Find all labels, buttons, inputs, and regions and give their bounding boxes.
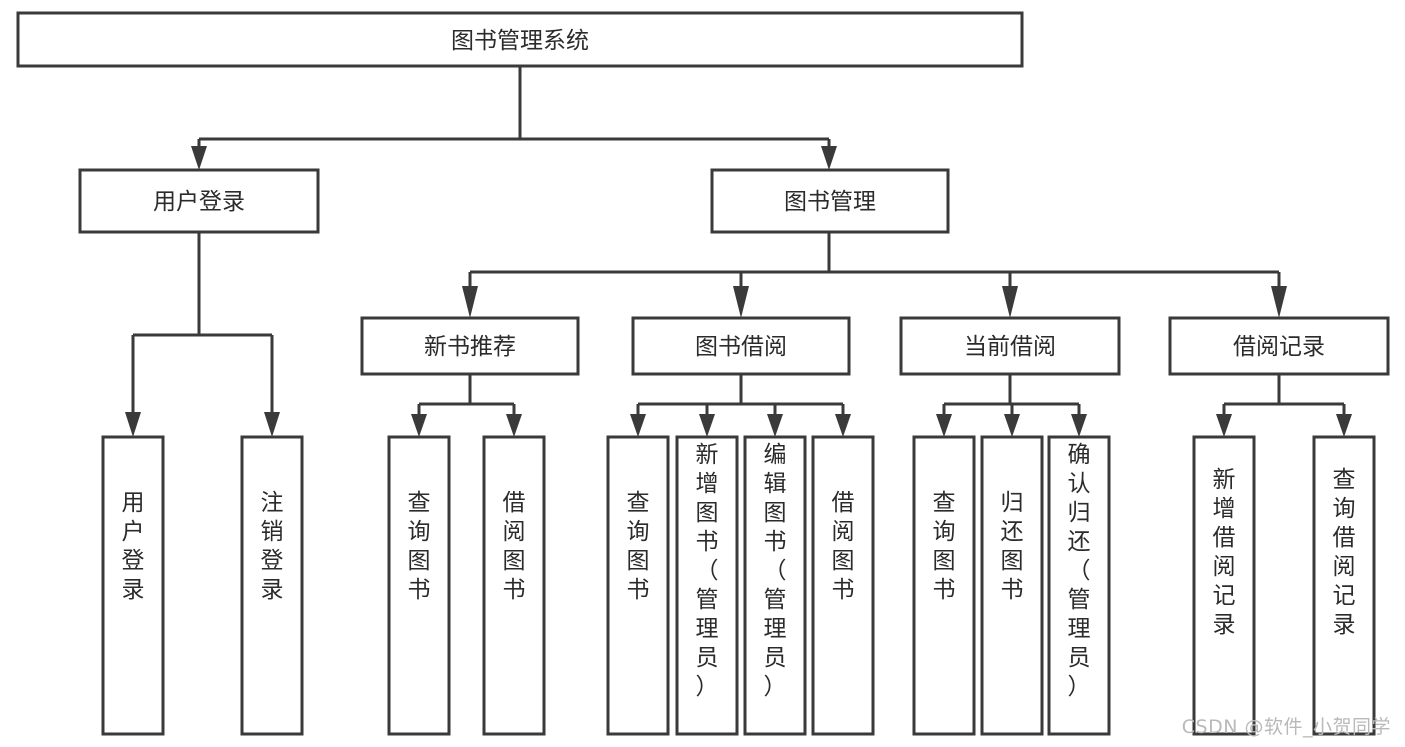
node-leaf-query-record[interactable]: 查询借阅记录	[1312, 435, 1376, 736]
arrow-head-leaf-borrow-book	[835, 414, 851, 437]
arrow-head-new-book-recommend	[462, 286, 478, 318]
node-book-management[interactable]: 图书管理	[710, 168, 950, 234]
arrow-head-leaf-confirm-return	[1071, 414, 1087, 437]
arrow-head-leaf-query-record	[1336, 414, 1352, 437]
node-leaf-confirm-return-label: 确认归还（管理员）	[1068, 442, 1091, 700]
arrow-head-leaf-edit-book	[767, 414, 783, 437]
arrow-head-book-borrow	[733, 286, 749, 318]
connector-layer	[125, 66, 1352, 437]
node-book-borrow[interactable]: 图书借阅	[631, 316, 851, 376]
node-book-management-label: 图书管理	[784, 189, 876, 215]
node-leaf-borrow-book-new[interactable]: 借阅图书	[482, 435, 546, 736]
node-leaf-query-book-new[interactable]: 查询图书	[387, 435, 451, 736]
node-leaf-logout-label: 注销登录	[261, 490, 284, 603]
node-leaf-query-book-borrow[interactable]: 查询图书	[606, 435, 670, 736]
node-leaf-user-login-box[interactable]	[101, 435, 165, 736]
node-leaf-query-book-current-box[interactable]	[912, 435, 976, 736]
node-layer: 图书管理系统 用户登录 图书管理 新书推荐 图书借阅	[16, 11, 1390, 736]
node-leaf-confirm-return-box[interactable]	[1047, 435, 1111, 736]
node-borrow-record-box[interactable]	[1168, 316, 1390, 376]
arrow-head-leaf-query-book-borrow	[630, 414, 646, 437]
arrow-head-leaf-borrow-book-new	[506, 414, 522, 437]
node-new-book-recommend-label: 新书推荐	[424, 334, 516, 360]
node-leaf-edit-book-label: 编辑图书（管理员）	[764, 442, 787, 700]
node-current-borrow-label: 当前借阅	[964, 334, 1056, 360]
node-root-box[interactable]	[16, 11, 1024, 68]
node-book-borrow-label: 图书借阅	[695, 334, 787, 360]
node-new-book-recommend-box[interactable]	[360, 316, 580, 376]
node-leaf-borrow-book-box[interactable]	[811, 435, 875, 736]
node-leaf-query-book-new-label: 查询图书	[408, 490, 431, 603]
node-book-management-box[interactable]	[710, 168, 950, 234]
arrow-head-leaf-return-book	[1004, 414, 1020, 437]
node-leaf-borrow-book-label: 借阅图书	[832, 490, 855, 603]
node-leaf-return-book[interactable]: 归还图书	[980, 435, 1044, 736]
node-user-login-label: 用户登录	[153, 189, 245, 215]
node-leaf-query-book-current[interactable]: 查询图书	[912, 435, 976, 736]
node-leaf-borrow-book[interactable]: 借阅图书	[811, 435, 875, 736]
node-leaf-logout[interactable]: 注销登录	[240, 435, 304, 736]
node-leaf-return-book-label: 归还图书	[1001, 490, 1024, 603]
node-leaf-add-record-label: 新增借阅记录	[1213, 467, 1236, 638]
node-borrow-record-label: 借阅记录	[1233, 334, 1325, 360]
arrow-head-user-login	[191, 146, 207, 170]
arrow-head-leaf-add-record	[1216, 414, 1232, 437]
arrow-head-leaf-add-book	[699, 414, 715, 437]
node-leaf-query-book-borrow-label: 查询图书	[627, 490, 650, 603]
arrow-head-current-borrow	[1002, 286, 1018, 318]
node-user-login[interactable]: 用户登录	[78, 168, 320, 234]
node-leaf-borrow-book-new-label: 借阅图书	[503, 490, 526, 603]
node-leaf-add-record[interactable]: 新增借阅记录	[1192, 435, 1256, 736]
node-leaf-logout-box[interactable]	[240, 435, 304, 736]
arrow-head-leaf-query-book-current	[936, 414, 952, 437]
node-borrow-record[interactable]: 借阅记录	[1168, 316, 1390, 376]
node-root-label: 图书管理系统	[451, 28, 589, 54]
node-leaf-query-record-box[interactable]	[1312, 435, 1376, 736]
arrow-head-leaf-logout	[264, 412, 280, 437]
node-leaf-add-book-box[interactable]	[675, 435, 739, 736]
node-leaf-query-record-label: 查询借阅记录	[1333, 467, 1356, 638]
node-root[interactable]: 图书管理系统	[16, 11, 1024, 68]
node-leaf-user-login-label: 用户登录	[122, 490, 145, 603]
node-leaf-add-book[interactable]: 新增图书（管理员）	[675, 435, 739, 736]
node-leaf-user-login[interactable]: 用户登录	[101, 435, 165, 736]
node-leaf-borrow-book-new-box[interactable]	[482, 435, 546, 736]
arrow-head-leaf-user-login	[125, 412, 141, 437]
node-leaf-add-book-label: 新增图书（管理员）	[696, 442, 719, 700]
node-user-login-box[interactable]	[78, 168, 320, 234]
node-leaf-confirm-return[interactable]: 确认归还（管理员）	[1047, 435, 1111, 736]
arrow-head-book-management	[821, 146, 837, 170]
node-leaf-return-book-box[interactable]	[980, 435, 1044, 736]
arrow-head-leaf-query-book-new	[411, 414, 427, 437]
node-leaf-edit-book-box[interactable]	[743, 435, 807, 736]
node-leaf-query-book-current-label: 查询图书	[933, 490, 956, 603]
arrow-head-borrow-record	[1271, 286, 1287, 318]
node-leaf-query-book-borrow-box[interactable]	[606, 435, 670, 736]
node-book-borrow-box[interactable]	[631, 316, 851, 376]
node-current-borrow[interactable]: 当前借阅	[899, 316, 1121, 376]
node-leaf-query-book-new-box[interactable]	[387, 435, 451, 736]
watermark-text: CSDN @软件_小贺同学	[1181, 716, 1391, 738]
node-new-book-recommend[interactable]: 新书推荐	[360, 316, 580, 376]
node-current-borrow-box[interactable]	[899, 316, 1121, 376]
node-leaf-add-record-box[interactable]	[1192, 435, 1256, 736]
node-leaf-edit-book[interactable]: 编辑图书（管理员）	[743, 435, 807, 736]
